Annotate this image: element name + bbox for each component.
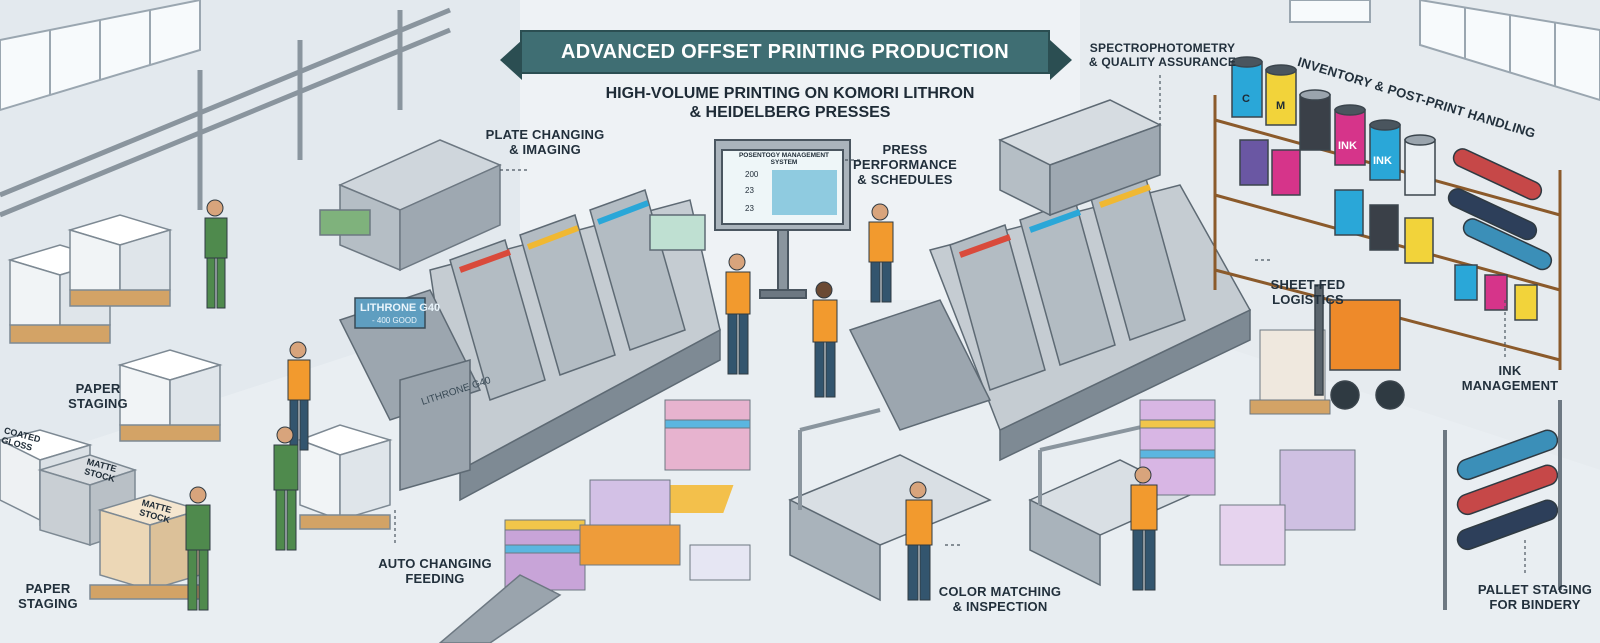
label-paper-staging-top: PAPER STAGING bbox=[68, 381, 128, 411]
left-wall bbox=[0, 0, 520, 470]
left-windows bbox=[0, 0, 201, 112]
label-auto-changing: AUTO CHANGING FEEDING bbox=[378, 556, 492, 586]
worker-1 bbox=[204, 199, 228, 309]
worker-5 bbox=[725, 253, 751, 375]
paper-stacks bbox=[0, 214, 393, 600]
printed-stacks bbox=[504, 329, 1356, 591]
dashboard-value-2: 23 bbox=[745, 186, 754, 195]
komori-press bbox=[338, 189, 721, 502]
plate-imager bbox=[319, 139, 502, 272]
paper-rolls bbox=[1443, 148, 1562, 610]
label-spectrophotometry: SPECTROPHOTOMETRY & QUALITY ASSURANCE bbox=[1088, 41, 1237, 69]
subtitle: HIGH-VOLUME PRINTING ON KOMORI LITHRON &… bbox=[605, 85, 975, 122]
ink-can-ink-2: INK bbox=[1373, 155, 1392, 167]
banner-tail-left bbox=[500, 40, 522, 80]
press-sign-sub: - 400 GOOD bbox=[372, 316, 417, 325]
ink-can-c: C bbox=[1242, 93, 1250, 105]
label-pallet-staging: PALLET STAGING FOR BINDERY bbox=[1477, 582, 1593, 612]
dashboard-value-3: 23 bbox=[745, 204, 754, 213]
worker-8 bbox=[905, 481, 933, 601]
label-color-matching: COLOR MATCHING & INSPECTION bbox=[938, 584, 1062, 614]
label-press-performance: PRESS PERFORMANCE & SCHEDULES bbox=[852, 142, 958, 187]
press-sign-main: LITHRONE G40 bbox=[360, 302, 441, 314]
label-ink-management: INK MANAGEMENT bbox=[1461, 363, 1559, 393]
label-paper-staging-bottom: PAPER STAGING bbox=[18, 581, 78, 611]
title-banner: ADVANCED OFFSET PRINTING PRODUCTION bbox=[520, 30, 1050, 74]
banner-tail-right bbox=[1050, 40, 1072, 80]
worker-7 bbox=[868, 203, 894, 303]
worker-9 bbox=[1130, 466, 1158, 591]
label-sheet-fed: SHEET-FED LOGISTICS bbox=[1270, 277, 1346, 307]
overhead-conveyor bbox=[0, 7, 451, 218]
right-windows bbox=[1289, 0, 1600, 102]
workers bbox=[185, 199, 1158, 611]
ink-cans-graphics bbox=[1231, 56, 1538, 321]
floor-conveyor bbox=[438, 574, 562, 643]
forklift bbox=[1314, 284, 1405, 410]
dashboard-value-1: 200 bbox=[745, 170, 759, 179]
ink-can-m: M bbox=[1276, 100, 1286, 112]
dashboard-title: POSENTOGY MANAGEMENT SYSTEM bbox=[738, 152, 830, 166]
dashboard-kiosk bbox=[714, 139, 851, 299]
leader-lines bbox=[394, 75, 1526, 575]
heidelberg-press bbox=[848, 99, 1252, 462]
worker-6 bbox=[812, 281, 838, 398]
worker-4 bbox=[185, 486, 211, 611]
worker-3 bbox=[273, 426, 299, 551]
label-plate-changing: PLATE CHANGING & IMAGING bbox=[485, 127, 605, 157]
ink-can-ink-1: INK bbox=[1338, 140, 1357, 152]
